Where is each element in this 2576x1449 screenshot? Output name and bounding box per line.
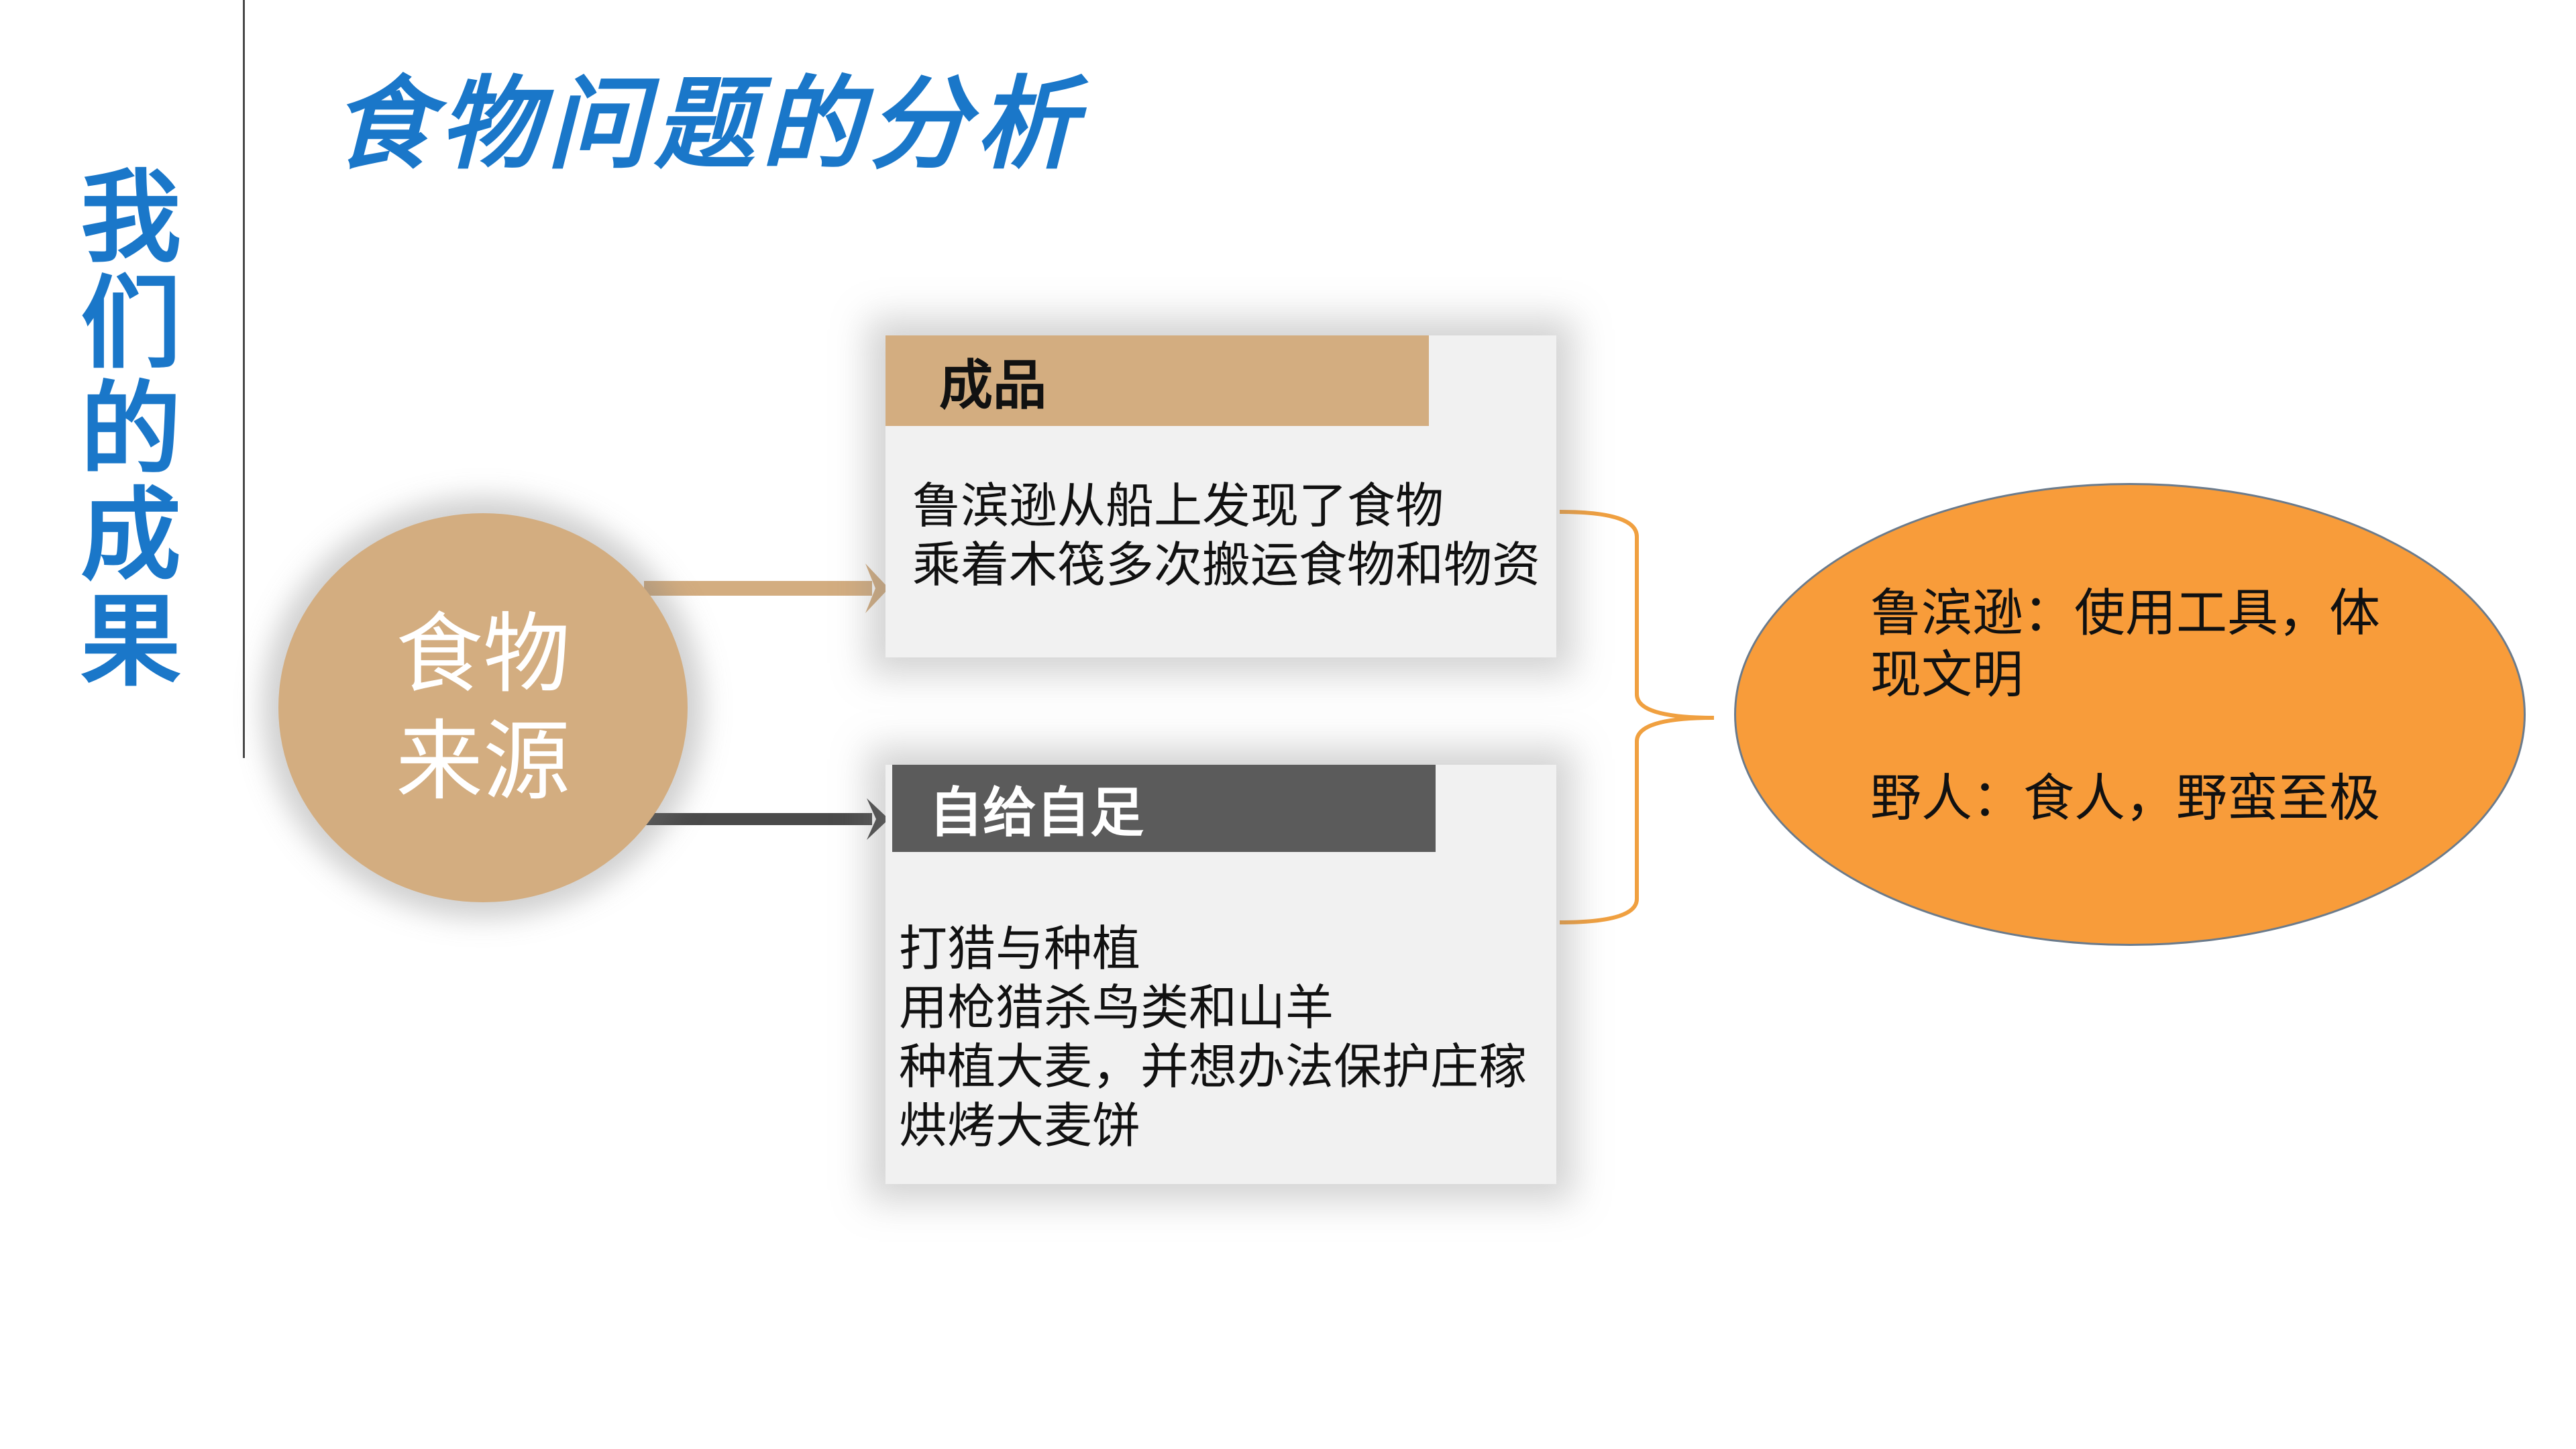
conclusion-line-robinson: 鲁滨逊：使用工具，体现文明 — [1870, 583, 2380, 704]
self-sufficiency-line: 种植大麦，并想办法保护庄稼 — [899, 1038, 1527, 1095]
food-source-circle: 食物来源 — [278, 513, 688, 902]
self-sufficiency-box: 自给自足 打猎与种植 用枪猎杀鸟类和山羊 种植大麦，并想办法保护庄稼 烘烤大麦饼 — [885, 765, 1556, 1184]
self-sufficiency-line: 烘烤大麦饼 — [899, 1097, 1141, 1154]
finished-goods-lines: 鲁滨逊从船上发现了食物 乘着木筏多次搬运食物和物资 — [912, 476, 1540, 594]
finished-goods-box: 成品 鲁滨逊从船上发现了食物 乘着木筏多次搬运食物和物资 — [885, 335, 1556, 657]
side-title: 我们的成果 — [80, 158, 181, 700]
arrow-to-self-sufficiency — [644, 798, 889, 840]
self-sufficiency-line: 用枪猎杀鸟类和山羊 — [899, 979, 1334, 1036]
side-divider — [243, 0, 245, 758]
food-source-label: 食物来源 — [395, 603, 570, 812]
finished-goods-line: 乘着木筏多次搬运食物和物资 — [912, 537, 1541, 593]
arrow-to-finished-goods — [644, 564, 889, 613]
self-sufficiency-lines: 打猎与种植 用枪猎杀鸟类和山羊 种植大麦，并想办法保护庄稼 烘烤大麦饼 — [899, 919, 1527, 1155]
finished-goods-header: 成品 — [885, 335, 1429, 426]
self-sufficiency-line: 打猎与种植 — [899, 920, 1141, 977]
conclusion-text: 鲁滨逊：使用工具，体现文明 野人：食人，野蛮至极 — [1870, 582, 2420, 829]
self-sufficiency-header: 自给自足 — [892, 765, 1436, 852]
conclusion-line-savages: 野人：食人，野蛮至极 — [1870, 768, 2380, 828]
conclusion-ellipse: 鲁滨逊：使用工具，体现文明 野人：食人，野蛮至极 — [1734, 483, 2526, 946]
page-title: 食物问题的分析 — [332, 65, 1084, 183]
bracket — [1559, 510, 1715, 924]
finished-goods-line: 鲁滨逊从船上发现了食物 — [912, 478, 1444, 534]
